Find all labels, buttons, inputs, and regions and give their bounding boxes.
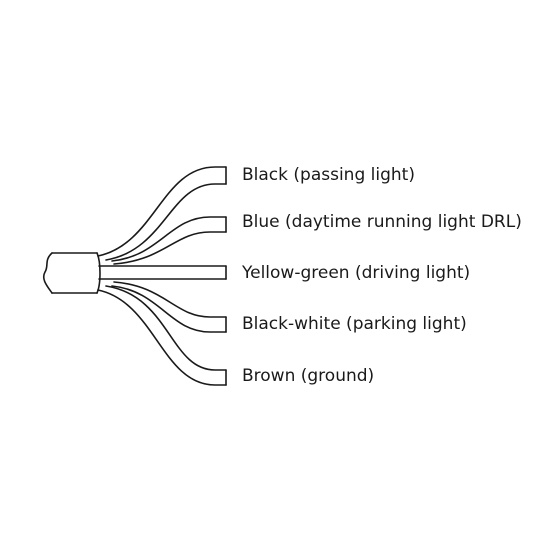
cable-jacket [42,252,101,294]
wire-label-black: Black (passing light) [242,165,415,185]
wire-blue-drl [111,216,227,265]
wire-yellow-green-driving [98,265,227,280]
wire-label-black-white: Black-white (parking light) [242,314,467,334]
wire-label-brown: Brown (ground) [242,366,375,386]
wire-label-yellow-green: Yellow-green (driving light) [242,263,471,283]
wire-black-passing-light [97,166,227,261]
wire-black-white-parking [111,281,227,333]
wire-brown-ground [97,285,227,386]
wire-label-blue: Blue (daytime running light DRL) [242,212,522,232]
